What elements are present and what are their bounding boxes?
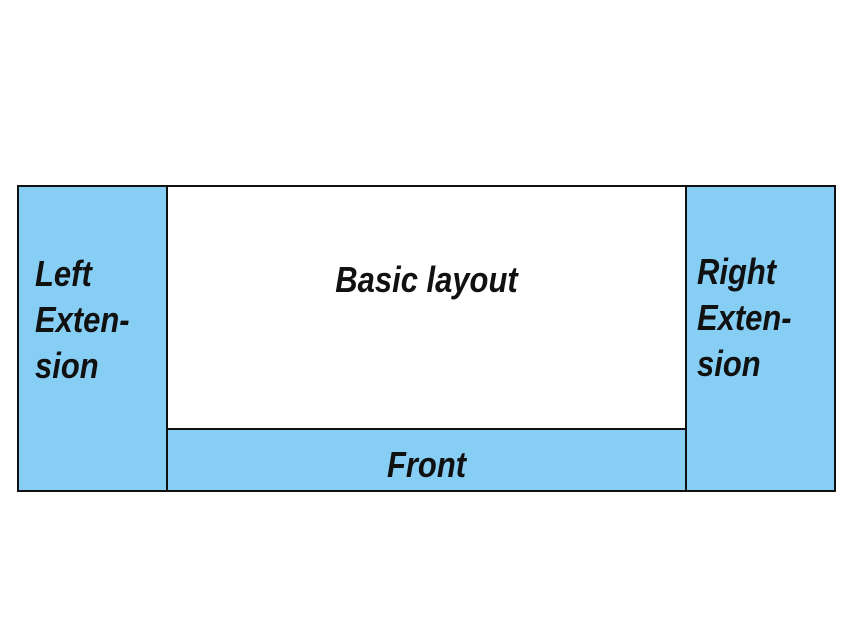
left-extension-label: Left Exten- sion bbox=[35, 253, 130, 386]
left-extension-region: Left Exten- sion bbox=[17, 185, 168, 492]
basic-layout-region: Basic layout bbox=[166, 185, 687, 430]
right-extension-label: Right Exten- sion bbox=[697, 251, 792, 384]
basic-layout-label: Basic layout bbox=[335, 259, 518, 300]
front-label: Front bbox=[386, 444, 467, 485]
front-region: Front bbox=[166, 428, 687, 492]
right-extension-region: Right Exten- sion bbox=[685, 185, 836, 492]
